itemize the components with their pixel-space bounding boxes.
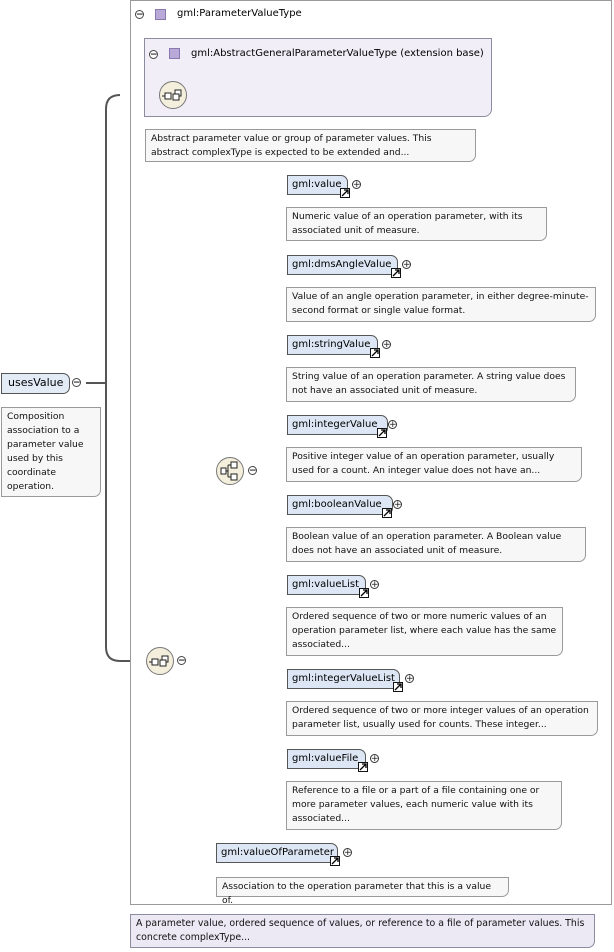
choice-collapse-icon[interactable]: −	[248, 466, 257, 476]
sequence-compositor-icon[interactable]	[159, 81, 187, 109]
element-dmsAngleValue-annotation: Value of an angle operation parameter, i…	[286, 287, 596, 322]
element-valueList-annotation: Ordered sequence of two or more numeric …	[286, 607, 563, 656]
reference-arrow-icon	[358, 762, 368, 772]
type-annotation: A parameter value, ordered sequence of v…	[130, 914, 595, 948]
root-element-annotation: Composition association to a parameter v…	[1, 407, 101, 497]
reference-arrow-icon	[393, 682, 403, 692]
choice-icon-graphic	[220, 461, 238, 481]
reference-arrow-icon	[330, 856, 340, 866]
element-valueOfParameter[interactable]: gml:valueOfParameter	[216, 843, 338, 863]
reference-arrow-icon	[340, 188, 350, 198]
reference-arrow-icon	[370, 348, 380, 358]
element-stringValue-annotation: String value of an operation parameter. …	[286, 367, 576, 402]
element-integerValueList[interactable]: gml:integerValueList	[287, 669, 400, 689]
root-element-usesValue[interactable]: usesValue	[1, 373, 70, 394]
root-element-label: usesValue	[8, 376, 64, 389]
choice-compositor-icon[interactable]	[216, 457, 244, 485]
element-value-annotation: Numeric value of an operation parameter,…	[286, 207, 547, 241]
element-integerValue[interactable]: gml:integerValue	[287, 415, 388, 435]
sequence-icon-graphic	[149, 655, 169, 667]
element-booleanValue[interactable]: gml:booleanValue	[287, 495, 393, 515]
extension-annotation: Abstract parameter value or group of par…	[145, 129, 476, 162]
expand-icon[interactable]: +	[370, 754, 379, 764]
element-integerValue-annotation: Positive integer value of an operation p…	[286, 447, 582, 482]
sequence-compositor-icon[interactable]	[146, 647, 174, 675]
expand-icon[interactable]: +	[352, 180, 361, 190]
sequence-collapse-icon[interactable]: −	[177, 656, 186, 666]
sequence-icon-graphic	[162, 89, 182, 101]
expand-icon[interactable]: +	[370, 580, 379, 590]
element-valueFile-annotation: Reference to a file or a part of a file …	[286, 781, 562, 830]
complex-type-icon	[155, 9, 166, 20]
expand-icon[interactable]: +	[402, 260, 411, 270]
reference-arrow-icon	[391, 268, 401, 278]
element-integerValueList-annotation: Ordered sequence of two or more integer …	[286, 701, 598, 736]
extension-base-frame	[144, 38, 492, 117]
element-valueList[interactable]: gml:valueList	[287, 575, 366, 595]
element-valueOfParameter-annotation: Association to the operation parameter t…	[216, 877, 509, 906]
reference-arrow-icon	[377, 428, 387, 438]
reference-arrow-icon	[382, 508, 392, 518]
extension-title: gml:AbstractGeneralParameterValueType (e…	[191, 48, 484, 59]
extension-collapse-icon[interactable]: −	[149, 50, 158, 60]
type-title: gml:ParameterValueType	[177, 8, 302, 19]
expand-icon[interactable]: +	[393, 500, 402, 510]
element-valueFile[interactable]: gml:valueFile	[287, 749, 366, 769]
element-stringValue[interactable]: gml:stringValue	[287, 335, 378, 355]
collapse-icon[interactable]: −	[72, 378, 81, 388]
element-booleanValue-annotation: Boolean value of an operation parameter.…	[286, 527, 586, 562]
reference-arrow-icon	[359, 588, 369, 598]
expand-icon[interactable]: +	[405, 674, 414, 684]
element-value[interactable]: gml:value	[287, 175, 348, 195]
complex-type-icon	[169, 48, 180, 59]
element-dmsAngleValue[interactable]: gml:dmsAngleValue	[287, 255, 398, 275]
type-collapse-icon[interactable]: −	[135, 10, 144, 20]
expand-icon[interactable]: +	[388, 420, 397, 430]
expand-icon[interactable]: +	[382, 340, 391, 350]
expand-icon[interactable]: +	[343, 848, 352, 858]
